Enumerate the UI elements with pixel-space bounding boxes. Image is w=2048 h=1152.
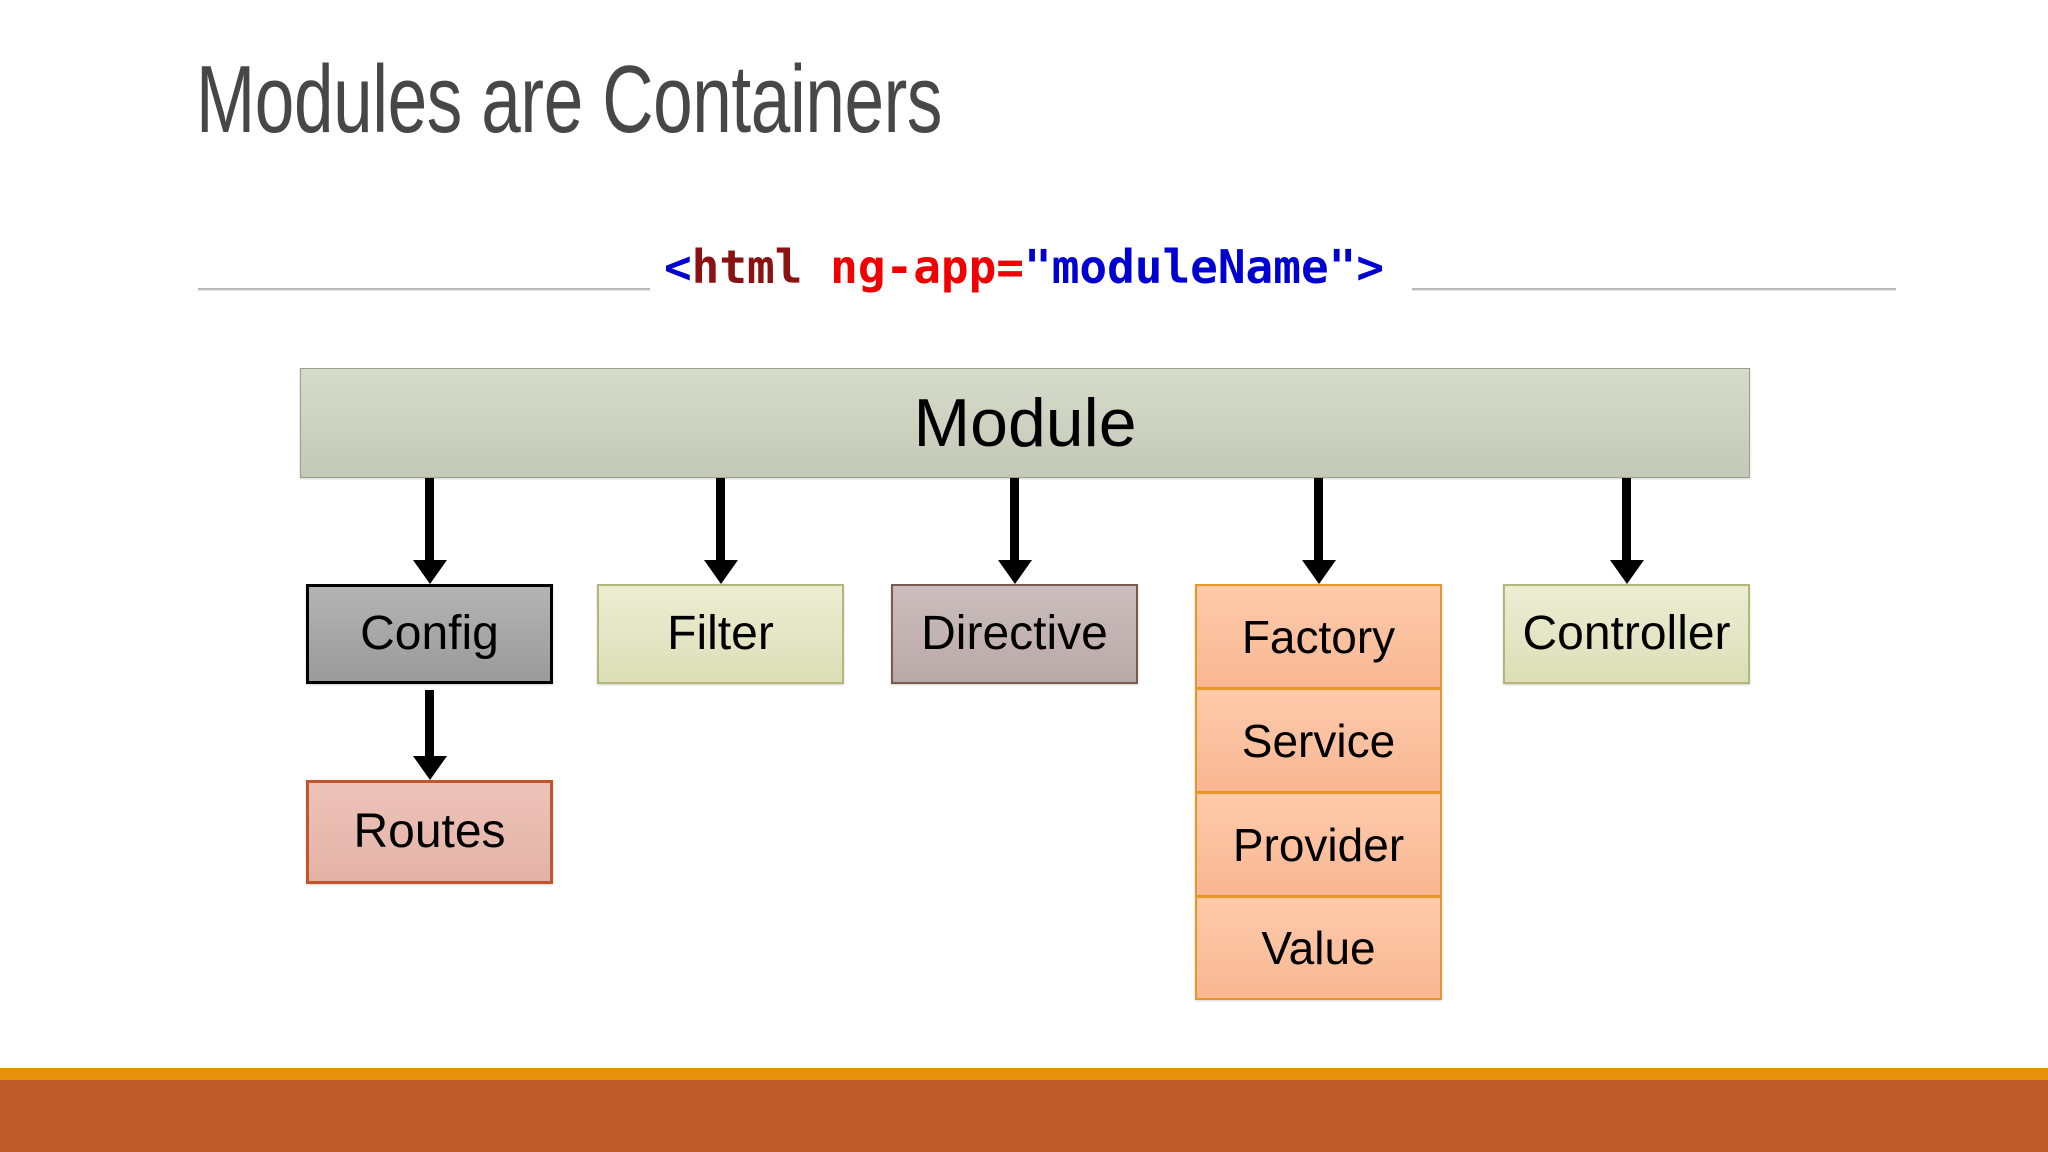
diagram-node-filter: Filter bbox=[597, 584, 844, 684]
diagram-provider-stack: Factory Service Provider Value bbox=[1195, 584, 1442, 1000]
diagram-node-provider: Provider bbox=[1195, 792, 1442, 896]
diagram-node-factory: Factory bbox=[1195, 584, 1442, 688]
divider-line-left bbox=[198, 288, 650, 291]
footer-accent-stripe bbox=[0, 1068, 2048, 1080]
arrow-module-to-factory bbox=[1314, 478, 1323, 562]
diagram-node-module: Module bbox=[300, 368, 1750, 478]
divider-line-right bbox=[1412, 288, 1896, 291]
code-attribute-value: "moduleName" bbox=[1024, 240, 1357, 294]
code-tag-name: html bbox=[691, 240, 803, 294]
diagram-node-routes: Routes bbox=[306, 780, 553, 884]
diagram-node-controller: Controller bbox=[1503, 584, 1750, 684]
code-open-angle: < bbox=[663, 240, 692, 294]
page-title: Modules are Containers bbox=[196, 46, 943, 153]
arrow-module-to-controller bbox=[1622, 478, 1631, 562]
diagram-node-config: Config bbox=[306, 584, 553, 684]
arrow-module-to-filter bbox=[716, 478, 725, 562]
arrow-module-to-config bbox=[425, 478, 434, 562]
arrow-config-to-routes bbox=[425, 690, 434, 758]
diagram-node-directive: Directive bbox=[891, 584, 1138, 684]
code-close-angle: > bbox=[1356, 240, 1385, 294]
arrow-module-to-directive bbox=[1010, 478, 1019, 562]
footer-band bbox=[0, 1080, 2048, 1152]
code-attribute: ng-app= bbox=[802, 240, 1024, 294]
diagram-node-value: Value bbox=[1195, 896, 1442, 1000]
code-snippet: <html ng-app="moduleName"> bbox=[0, 240, 2048, 294]
diagram-node-service: Service bbox=[1195, 688, 1442, 792]
